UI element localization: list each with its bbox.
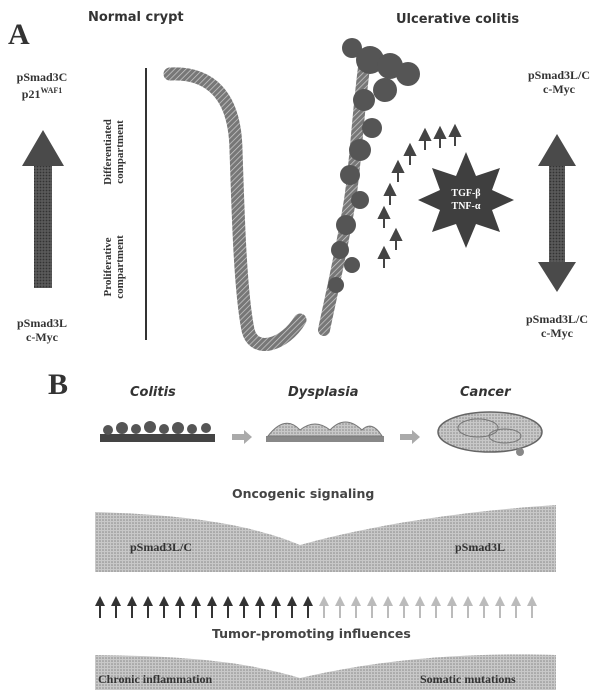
tumor-arrow-head: [383, 596, 393, 606]
left-bottom-labels: pSmad3L c-Myc: [2, 316, 82, 344]
stimulus-label: TGF-β TNF-α: [436, 187, 496, 213]
oncogenic-right-label: pSmad3L: [455, 540, 505, 555]
left-arrow: [22, 130, 64, 288]
stage-dysplasia: Dysplasia: [288, 385, 359, 400]
right-bottom-label-1: pSmad3L/C: [512, 312, 602, 326]
stimulus-label-1: TGF-β: [436, 187, 496, 200]
stage-colitis: Colitis: [130, 385, 176, 400]
normal-crypt-title: Normal crypt: [88, 10, 184, 25]
tumor-arrow-head: [143, 596, 153, 606]
dysplasia-tissue: [266, 422, 384, 442]
tumor-arrow-head: [415, 596, 425, 606]
tumor-arrow-head: [159, 596, 169, 606]
tumor-arrow-head: [239, 596, 249, 606]
oncogenic-title: Oncogenic signaling: [232, 486, 374, 501]
oncogenic-band: [95, 505, 556, 572]
colitis-crypt: [324, 38, 420, 330]
left-bottom-label-2: c-Myc: [2, 330, 82, 344]
tumor-arrow-head: [447, 596, 457, 606]
panel-a-letter: A: [8, 18, 30, 52]
stage-cancer: Cancer: [460, 385, 511, 400]
tumor-right-label: Somatic mutations: [420, 672, 516, 687]
tumor-arrows: [95, 596, 537, 618]
right-top-label-1: pSmad3L/C: [516, 68, 602, 82]
tumor-title: Tumor-promoting influences: [212, 626, 411, 641]
arrow-dysplasia-cancer: [400, 430, 420, 444]
right-top-labels: pSmad3L/C c-Myc: [516, 68, 602, 96]
tumor-arrow-head: [303, 596, 313, 606]
tumor-arrow-head: [127, 596, 137, 606]
cancer-tissue: [438, 412, 542, 456]
tumor-arrow-head: [463, 596, 473, 606]
tumor-arrow-head: [511, 596, 521, 606]
tumor-arrow-head: [495, 596, 505, 606]
stimulus-label-2: TNF-α: [436, 200, 496, 213]
tumor-arrow-head: [431, 596, 441, 606]
right-double-arrow: [538, 134, 576, 292]
oncogenic-left-label: pSmad3L/C: [130, 540, 192, 555]
right-bottom-labels: pSmad3L/C c-Myc: [512, 312, 602, 340]
tumor-arrow-head: [399, 596, 409, 606]
tumor-left-label: Chronic inflammation: [98, 672, 212, 687]
panel-b-letter: B: [48, 368, 68, 402]
tumor-arrow-head: [95, 596, 105, 606]
tumor-arrow-head: [175, 596, 185, 606]
tumor-arrow-head: [319, 596, 329, 606]
colitis-tissue: [100, 421, 215, 442]
tumor-arrow-head: [207, 596, 217, 606]
left-top-label-2: p21WAF1: [2, 84, 82, 101]
tumor-arrow-head: [351, 596, 361, 606]
tumor-arrow-head: [287, 596, 297, 606]
differentiated-label: Differentiated compartment: [102, 92, 126, 212]
left-top-labels: pSmad3C p21WAF1: [2, 70, 82, 101]
proliferative-label: Proliferative compartment: [102, 207, 126, 327]
tumor-arrow-head: [191, 596, 201, 606]
left-top-label-1: pSmad3C: [2, 70, 82, 84]
tumor-arrow-head: [527, 596, 537, 606]
tumor-arrow-head: [271, 596, 281, 606]
left-bottom-label-1: pSmad3L: [2, 316, 82, 330]
right-bottom-label-2: c-Myc: [512, 326, 602, 340]
tumor-arrow-head: [255, 596, 265, 606]
normal-crypt: [170, 74, 300, 345]
arrow-colitis-dysplasia: [232, 430, 252, 444]
colitis-title: Ulcerative colitis: [396, 12, 519, 27]
tumor-arrow-head: [367, 596, 377, 606]
tumor-arrow-head: [479, 596, 489, 606]
tumor-arrow-head: [223, 596, 233, 606]
right-top-label-2: c-Myc: [516, 82, 602, 96]
tumor-arrow-head: [335, 596, 345, 606]
tumor-arrow-head: [111, 596, 121, 606]
